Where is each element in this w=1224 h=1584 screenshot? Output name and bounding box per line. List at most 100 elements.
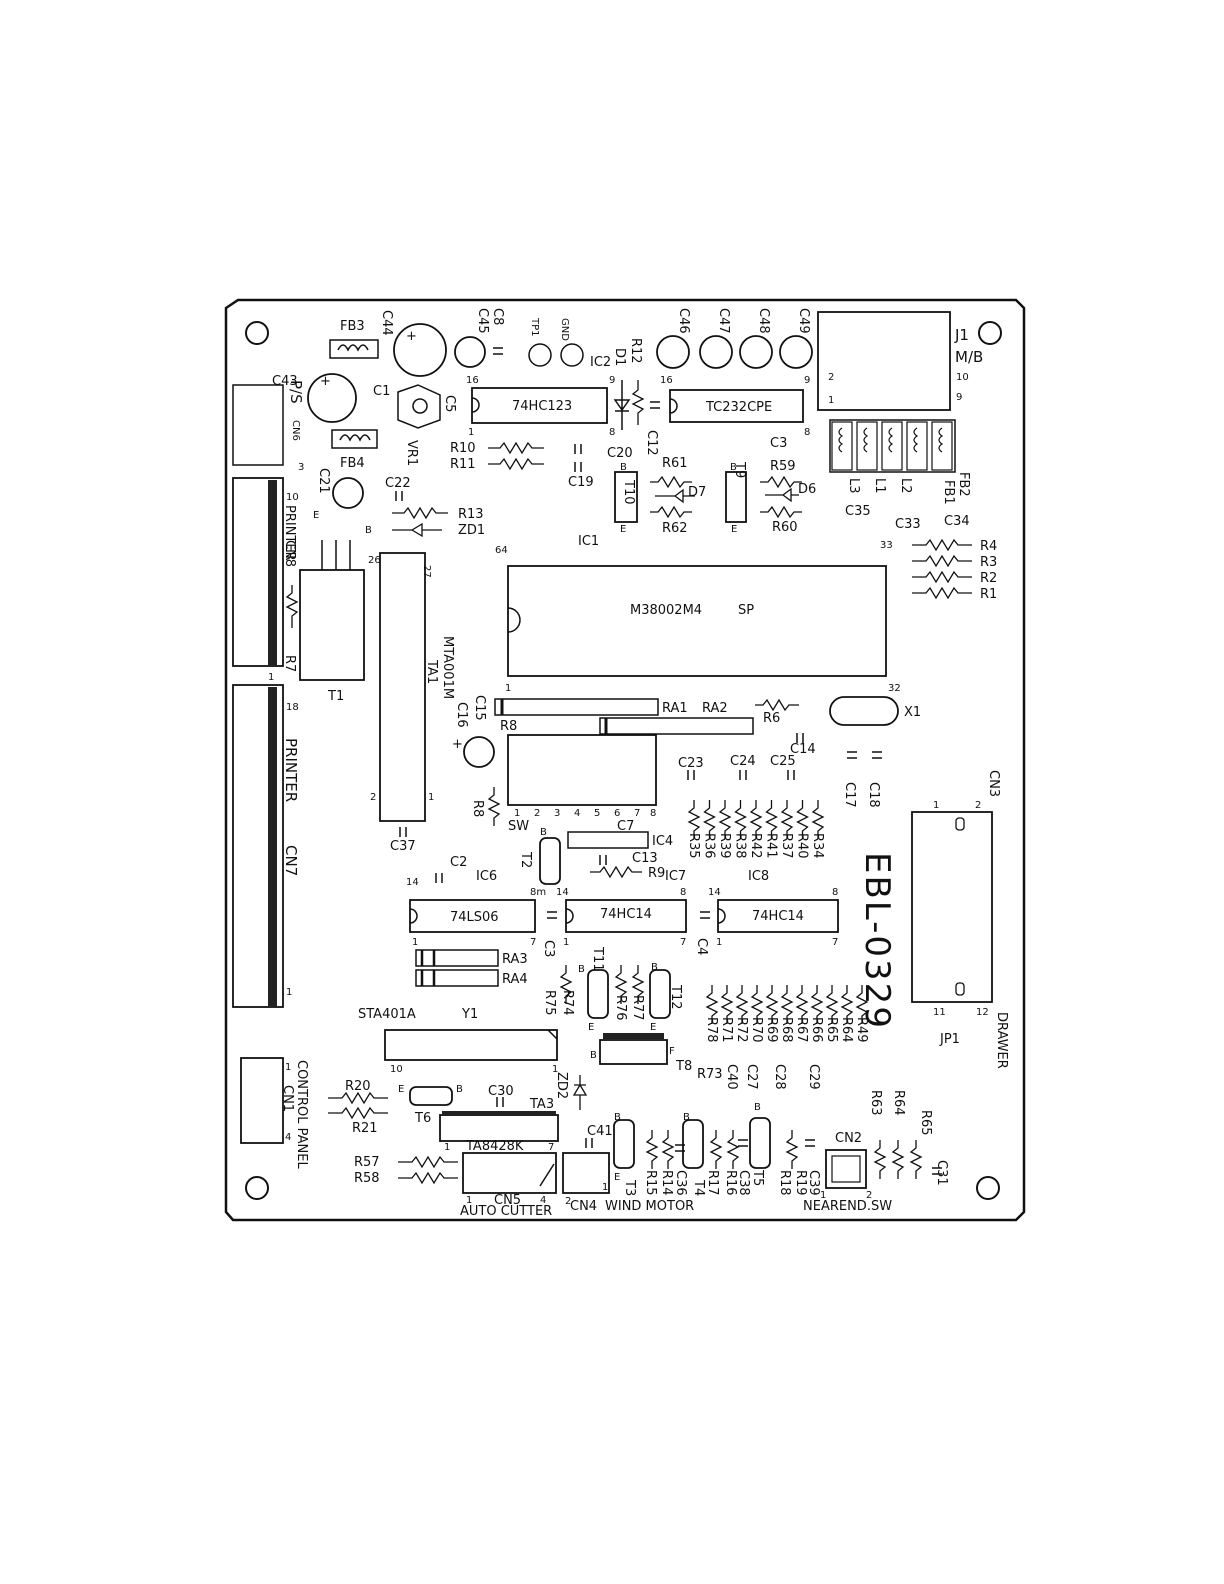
c4-label: C4 [694,938,709,955]
r1-resistor [912,586,972,600]
r7-label: R7 [282,655,297,672]
cn1-connector [240,1057,284,1144]
c3-cap [547,911,557,919]
c13-cap [599,855,607,865]
dip-switch [507,734,657,806]
resistor-r39 [718,800,732,839]
t8-transistor [599,1039,668,1065]
l1-label: L1 [872,478,887,494]
r75-label: R75 [542,990,557,1016]
c45-capacitor [454,336,486,368]
c22-label: C22 [385,476,411,491]
resistor-r66 [810,985,824,1024]
r10-label: R10 [450,441,476,456]
cn3-label: CN3 [986,770,1001,797]
c24-label: C24 [730,754,756,769]
resistor-label-r36: R36 [702,833,717,859]
cn4-pin2: 2 [565,1196,571,1207]
t10-label: T10 [621,479,636,504]
c8-cap [493,347,503,355]
cn6-pin: 3 [298,462,304,473]
ta3-tab [442,1111,556,1116]
ta1-part: MTA001M [440,636,455,699]
control-panel-label: CONTROL PANEL [294,1060,309,1169]
gnd-label: GND [559,318,570,341]
resistor-label-r34: R34 [810,833,825,859]
d7-diode [655,488,695,504]
r2-label: R2 [980,571,997,586]
r77-label: R77 [630,995,645,1021]
t4-b-mark: B [683,1112,690,1123]
ra4-label: RA4 [502,972,528,987]
vr1-trimmer [397,384,441,429]
cn4-label: CN4 [570,1199,597,1214]
c30-label: C30 [488,1084,514,1099]
r61-label: R61 [662,456,688,471]
t6-b-mark: B [456,1084,463,1095]
t1-e-mark: E [313,510,319,521]
cn2-label: CN2 [835,1131,862,1146]
fb3-label: FB3 [340,319,365,334]
t12-transistor [649,969,671,1019]
ps-label: P/S [287,380,305,404]
l2-label: L2 [898,478,913,494]
r11-resistor [488,457,544,471]
ic4-label: IC4 [652,834,673,849]
ic6-chip [409,899,536,933]
r64-label: R64 [891,1090,906,1116]
ra3-pin1 [420,950,436,966]
c19-label: C19 [568,475,594,490]
ic1-sp: SP [738,603,754,618]
r58-resistor [398,1171,458,1185]
vr1-label: VR1 [404,440,419,466]
ic8-notch [717,908,726,924]
c4-cap [700,911,710,919]
vr1-knob [412,398,428,414]
mb-label: M/B [955,348,983,366]
nearend-sw-label: NEAREND.SW [803,1199,892,1214]
c21-capacitor [332,477,364,509]
t10-transistor [614,471,638,523]
cn8-pin-top: 10 [286,492,299,503]
r75-resistor [559,965,573,1004]
cn6-label: CN6 [290,420,301,441]
ic2-part: 74HC123 [512,399,572,414]
c2-cap [435,873,443,883]
cn8-pin-bot: 1 [268,672,274,683]
t3-b-mark: B [614,1112,621,1123]
r13-label: R13 [458,507,484,522]
cn7-pinrow [268,687,277,1007]
resistor-r38 [734,800,747,839]
t12-label: T12 [668,984,683,1009]
ic3-part: TC232CPE [705,400,772,415]
cn1-pin4: 4 [285,1132,291,1143]
r12-label: R12 [628,338,643,364]
cn2-pin1: 1 [820,1190,826,1201]
c47-label: C47 [716,308,731,334]
ta3-pin1: 1 [444,1142,450,1153]
j1-pin9: 9 [956,392,962,403]
r14-resistor [661,1130,675,1169]
c35-label: C35 [845,504,871,519]
ic1-label: IC1 [578,534,599,549]
resistor-r49 [855,985,869,1024]
t5-label: T5 [750,1169,765,1186]
resistor-r42 [749,800,763,839]
r11-label: R11 [450,457,476,472]
r62-resistor [650,505,692,519]
auto-cutter-label: AUTO CUTTER [460,1204,552,1219]
c43-plus: + [320,374,331,389]
c31-cap [932,1167,942,1175]
cn1-label: CN1 [280,1085,295,1112]
zd1-zener [392,522,442,538]
svg-text:2: 2 [534,808,540,819]
c47-capacitor [699,335,733,369]
ic2-pin9: 9 [609,375,615,386]
r61-resistor [650,475,692,489]
ic1-pin33: 33 [880,540,893,551]
r64-resistor [891,1140,905,1179]
r65-label: R65 [918,1110,933,1136]
ta3-part: TA8428K [465,1139,524,1154]
